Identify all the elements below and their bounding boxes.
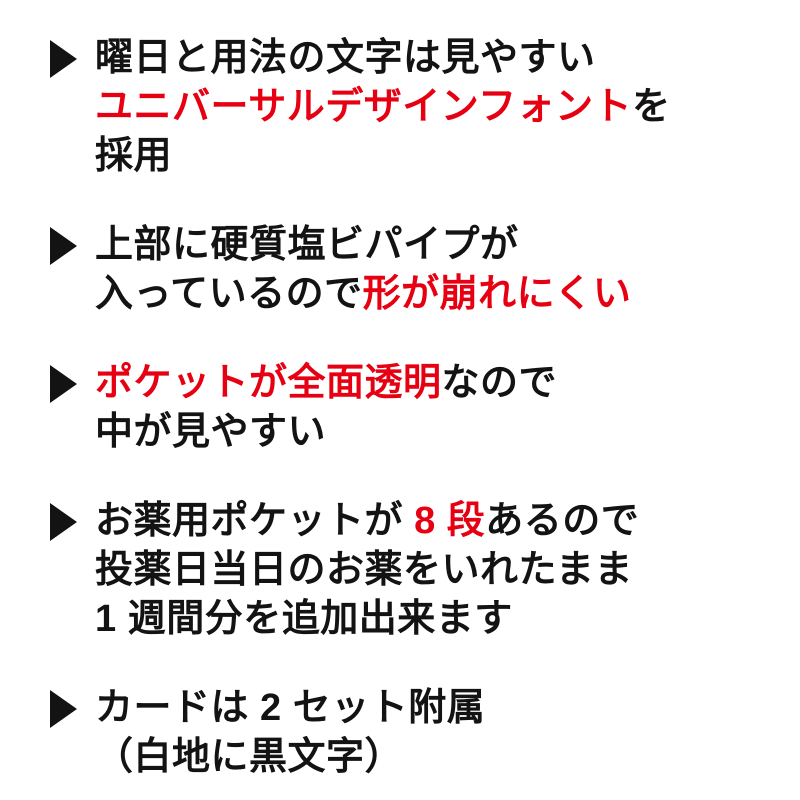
triangle-bullet-icon [50, 503, 77, 541]
feature-item: カードは 2 セット附属 （白地に黒文字） [50, 684, 766, 782]
feature-text-block: 上部に硬質塩ビパイプが入っているので形が崩れにくい [95, 221, 766, 319]
feature-item: ポケットが全面透明なので中が見やすい [50, 359, 766, 457]
triangle-bullet-icon [50, 227, 77, 265]
text-segment: （白地に黒文字） [95, 736, 404, 778]
text-segment: あるので [485, 500, 640, 542]
feature-text-block: カードは 2 セット附属 （白地に黒文字） [95, 684, 766, 782]
feature-line: ポケットが全面透明なので [95, 359, 766, 408]
text-segment: カードは 2 セット附属 [95, 687, 486, 729]
triangle-bullet-icon [50, 40, 77, 78]
feature-text-block: 曜日と用法の文字は見やすいユニバーサルデザインフォントを採用 [95, 34, 766, 181]
text-segment: 投薬日当日のお薬をいれたまま [95, 549, 633, 591]
feature-item: 上部に硬質塩ビパイプが入っているので形が崩れにくい [50, 221, 766, 319]
feature-line: 上部に硬質塩ビパイプが [95, 221, 766, 270]
feature-line: 中が見やすい [95, 408, 766, 457]
feature-line: 投薬日当日のお薬をいれたまま [95, 546, 766, 595]
text-segment: 採用 [95, 135, 173, 177]
text-segment: 1 週間分を追加出来ます [95, 598, 513, 640]
highlight-text: ポケットが全面透明 [95, 362, 442, 404]
feature-line: カードは 2 セット附属 [95, 684, 766, 733]
text-segment: 上部に硬質塩ビパイプが [95, 224, 519, 266]
text-segment: 曜日と用法の文字は見やすい [95, 37, 596, 79]
highlight-text: 8 段 [414, 500, 486, 542]
feature-text-block: ポケットが全面透明なので中が見やすい [95, 359, 766, 457]
highlight-text: 形が崩れにくい [362, 273, 632, 315]
feature-line: 1 週間分を追加出来ます [95, 595, 766, 644]
text-segment: 入っているので [95, 273, 363, 315]
triangle-bullet-icon [50, 690, 77, 728]
triangle-bullet-icon [50, 365, 77, 403]
feature-line: 入っているので形が崩れにくい [95, 270, 766, 319]
text-segment: なので [441, 362, 558, 404]
feature-line: ユニバーサルデザインフォントを [95, 83, 766, 132]
text-segment: を [632, 86, 671, 128]
text-segment: お薬用ポケットが [95, 500, 415, 542]
highlight-text: ユニバーサルデザインフォント [95, 86, 633, 128]
feature-item: 曜日と用法の文字は見やすいユニバーサルデザインフォントを採用 [50, 34, 766, 181]
feature-line: 曜日と用法の文字は見やすい [95, 34, 766, 83]
feature-line: 採用 [95, 132, 766, 181]
feature-line: お薬用ポケットが 8 段あるので [95, 497, 766, 546]
text-segment: 中が見やすい [95, 411, 327, 453]
feature-line: （白地に黒文字） [95, 733, 766, 782]
